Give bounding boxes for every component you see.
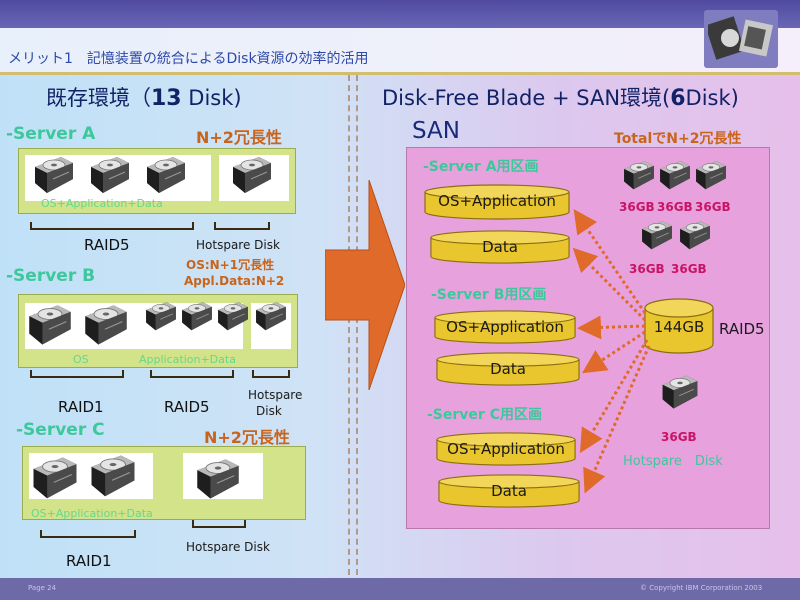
slide-title: メリット1 記憶装置の統合によるDisk資源の効率的活用: [8, 51, 369, 67]
hard-disk-icon: [693, 158, 729, 194]
server-a-os-cylinder: OS+Application: [423, 184, 571, 220]
server-a-raid: RAID5: [84, 236, 130, 254]
server-b-panel: OS Application+Data: [18, 294, 298, 368]
server-c-label: -Server C: [16, 420, 105, 440]
server-b-usage-app: Application+Data: [139, 353, 236, 366]
server-c-raid: RAID1: [66, 552, 112, 570]
hard-disk-icon: [87, 153, 133, 199]
san-env-heading: Disk-Free Blade + SAN環境(6Disk): [382, 86, 739, 111]
disk-capacity-label: 36GB: [657, 200, 693, 214]
server-b-raid5-bracket: [150, 370, 234, 378]
server-b-redundancy-os: OS:N+1冗長性: [186, 258, 275, 272]
server-a-raid-bracket: [30, 222, 194, 230]
san-hotspare-label: Hotspare Disk: [623, 454, 723, 469]
hard-disk-icon: [677, 218, 713, 254]
server-b-redundancy-app: Appl.Data:N+2: [184, 274, 285, 288]
server-b-usage-os: OS: [73, 353, 89, 366]
server-c-redundancy: N+2冗長性: [204, 428, 290, 447]
pool-raid-label: RAID5: [719, 320, 765, 338]
server-a-redundancy: N+2冗長性: [196, 128, 282, 147]
server-b-data-cylinder: Data: [435, 352, 581, 386]
san-storage-box: -Server A用区画 -Server B用区画 -Server C用区画 O…: [406, 147, 770, 529]
server-a-usage: OS+Application+Data: [41, 197, 163, 210]
divider-line: [348, 75, 350, 575]
server-c-hotspare: Hotspare Disk: [186, 540, 270, 554]
hard-disk-icon: [659, 372, 701, 414]
copyright: © Copyright IBM Corporation 2003: [640, 584, 763, 592]
hard-disk-icon: [639, 218, 675, 254]
server-b-os-cylinder: OS+Application: [433, 310, 577, 344]
hard-disk-icon: [229, 153, 275, 199]
server-b-hotspare-1: Hotspare: [248, 388, 303, 402]
hard-disk-icon: [215, 299, 251, 335]
server-b-raid1-bracket: [30, 370, 124, 378]
disk-capacity-label: 36GB: [619, 200, 655, 214]
hard-disk-icon: [143, 299, 179, 335]
disk-capacity-label: 36GB: [629, 262, 665, 276]
server-b-hotspare-bracket: [252, 370, 290, 378]
server-a-panel: OS+Application+Data: [18, 148, 296, 214]
title-bar: [0, 28, 800, 72]
server-b-label: -Server B: [6, 266, 96, 286]
ibm-logo-icon: [704, 10, 778, 68]
server-c-os-cylinder: OS+Application: [435, 432, 577, 466]
disk-capacity-label: 36GB: [671, 262, 707, 276]
right-arrow-icon: [325, 180, 405, 390]
server-a-hotspare-bracket: [214, 222, 270, 230]
server-b-area-label: -Server B用区画: [431, 287, 547, 303]
hard-disk-icon: [193, 455, 243, 505]
san-disk-count: 6: [670, 86, 686, 111]
server-a-hotspare: Hotspare Disk: [196, 238, 280, 252]
disk-capacity-label: 36GB: [695, 200, 731, 214]
hard-disk-icon: [87, 451, 139, 503]
server-a-data-cylinder: Data: [429, 230, 571, 264]
existing-disk-count: 13: [151, 86, 182, 111]
hard-disk-icon: [179, 299, 215, 335]
divider-line: [356, 75, 358, 575]
storage-pool-cylinder: 144GB: [643, 298, 715, 354]
page-number: Page 24: [28, 584, 57, 592]
hard-disk-icon: [31, 153, 77, 199]
server-a-label: -Server A: [6, 124, 96, 144]
hard-disk-icon: [657, 158, 693, 194]
hard-disk-icon: [143, 153, 189, 199]
server-b-raid1: RAID1: [58, 398, 104, 416]
pool-connector-arrows: [572, 209, 651, 494]
hard-disk-icon: [253, 299, 289, 335]
server-c-raid-bracket: [40, 530, 136, 538]
title-rule: [0, 72, 800, 75]
existing-env-heading: 既存環境（13 Disk): [46, 86, 242, 111]
san-total-redundancy: TotalでN+2冗長性: [614, 131, 742, 147]
server-c-panel: OS+Application+Data: [22, 446, 306, 520]
footer-bar: [0, 578, 800, 600]
server-b-raid5: RAID5: [164, 398, 210, 416]
hard-disk-icon: [81, 301, 131, 351]
san-label: SAN: [412, 118, 460, 144]
hard-disk-icon: [29, 453, 81, 505]
server-b-hotspare-2: Disk: [256, 404, 282, 418]
disk-capacity-label: 36GB: [661, 430, 697, 444]
server-c-data-cylinder: Data: [437, 474, 581, 508]
hard-disk-icon: [25, 301, 75, 351]
server-c-hotspare-bracket: [192, 520, 246, 528]
server-c-area-label: -Server C用区画: [427, 407, 542, 423]
server-a-area-label: -Server A用区画: [423, 159, 539, 175]
hard-disk-icon: [621, 158, 657, 194]
top-bar: [0, 0, 800, 28]
server-c-usage: OS+Application+Data: [31, 507, 153, 520]
